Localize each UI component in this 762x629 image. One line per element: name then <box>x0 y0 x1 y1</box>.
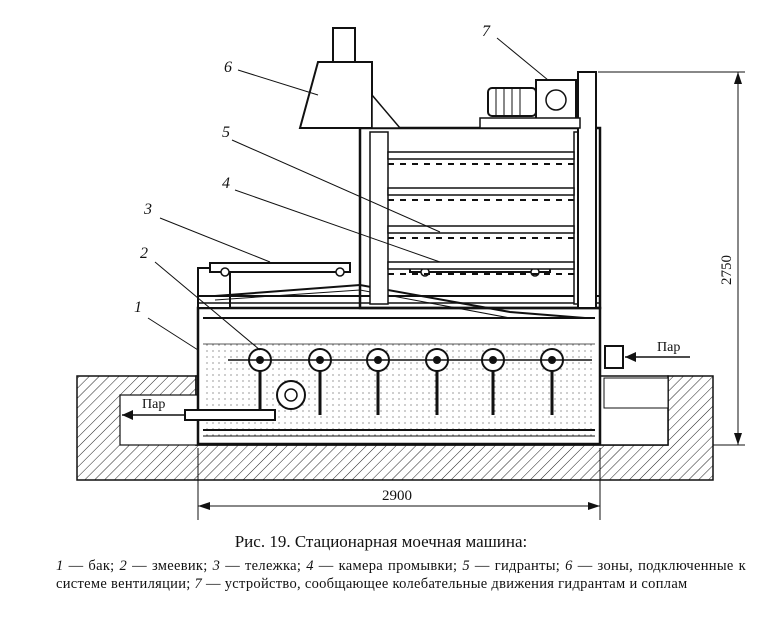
legend-num-4: 4 <box>306 558 314 574</box>
legend-num-2: 2 <box>119 558 128 574</box>
legend-text-3: — тележка; <box>220 558 307 574</box>
height-dimension-label: 2750 <box>719 255 735 285</box>
callout-1: 1 <box>134 299 142 316</box>
width-dimension: 2900 <box>197 448 601 520</box>
callouts <box>147 37 549 351</box>
callout-numbers: 1 2 3 4 5 6 7 <box>134 23 491 316</box>
legend-text-6: — зоны, подключенные к системе вентиляци… <box>56 558 746 592</box>
width-dimension-label: 2900 <box>382 488 412 504</box>
steam-outlet-label: Пар <box>142 397 165 412</box>
steam-outlet: Пар <box>122 397 185 420</box>
legend-text-7: — устройство, сообщающее колебательные д… <box>202 576 688 592</box>
legend-num-6: 6 <box>565 558 573 574</box>
ventilation-hood <box>298 27 402 129</box>
legend-num-1: 1 <box>56 558 64 574</box>
legend-num-7: 7 <box>194 576 203 592</box>
height-dimension: 2750 <box>598 71 745 446</box>
legend-text-2: — змеевик; <box>127 558 213 574</box>
legend-text-5: — гидранты; <box>469 558 566 574</box>
steam-inlet-label: Пар <box>657 340 680 355</box>
steam-inlet: Пар <box>625 340 690 362</box>
callout-2: 2 <box>140 245 148 262</box>
callout-6: 6 <box>224 59 232 76</box>
hydrants <box>228 348 592 415</box>
legend-text-1: — бак; <box>63 558 120 574</box>
callout-3: 3 <box>143 201 152 218</box>
callout-4: 4 <box>222 175 230 192</box>
figure-legend: 1 — бак; 2 — змеевик; 3 — тележка; 4 — к… <box>56 557 746 593</box>
washing-machine-drawing: Пар Пар 2900 2750 1 2 3 4 5 <box>76 23 745 520</box>
figure-caption-title: Рис. 19. Стационарная моечная машина: <box>234 532 528 551</box>
legend-num-5: 5 <box>462 558 470 574</box>
legend-text-4: — камера промывки; <box>313 558 463 574</box>
cart-deck <box>197 267 600 319</box>
callout-5: 5 <box>222 124 230 141</box>
tank <box>196 306 602 446</box>
legend-num-3: 3 <box>212 558 221 574</box>
callout-7: 7 <box>482 23 491 40</box>
oscillation-drive <box>479 79 581 129</box>
